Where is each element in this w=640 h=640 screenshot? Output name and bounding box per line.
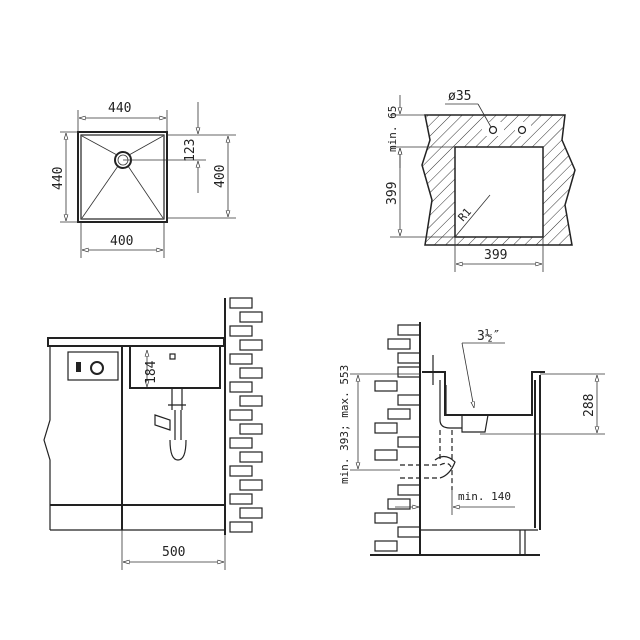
dim-height-outer: 440 [51,167,66,190]
tap-hole [488,125,498,135]
waste-fitting [461,414,489,433]
cutout-opening [454,146,544,238]
hole-diameter-label: ø35 [448,89,471,104]
sink-outer-rim [77,131,168,223]
tap-hole [517,125,527,135]
countertop-cutout: ø35 R1 min. 65 399 399 [385,89,576,272]
dim-bowl-depth: 184 [144,360,159,384]
dim-wall-distance: min. 140 [458,490,511,503]
oven-panel [67,351,119,381]
sink-top-view: 440 440 400 400 123 [51,101,236,258]
side-view-cabinet: 184 500 [43,297,263,570]
dim-height-inner: 400 [213,165,228,188]
drain-trap [168,388,187,461]
brick-wall-right [374,322,421,555]
cabinet-side [534,375,541,530]
brick-wall-left [224,297,263,535]
dim-cutout-height: 399 [385,182,400,205]
dim-depth: 288 [582,394,597,417]
worktop [47,337,225,347]
oven-knob [90,361,104,375]
side-view-drain: 3½″ 288 min. 393; max. 553 min. 140 [338,322,605,556]
dim-width-inner: 400 [110,234,133,249]
dim-cutout-width: 399 [484,248,507,263]
dim-cabinet-width: 500 [162,545,185,560]
sink-bowl [80,134,165,220]
dim-drain-offset: 123 [183,139,198,162]
drain-size-label: 3½″ [477,329,500,344]
sink-bowl-side [129,346,221,389]
dim-min-edge: min. 65 [386,106,399,152]
dim-outlet-height: min. 393; max. 553 [338,365,351,484]
dim-width-outer: 440 [108,101,131,116]
